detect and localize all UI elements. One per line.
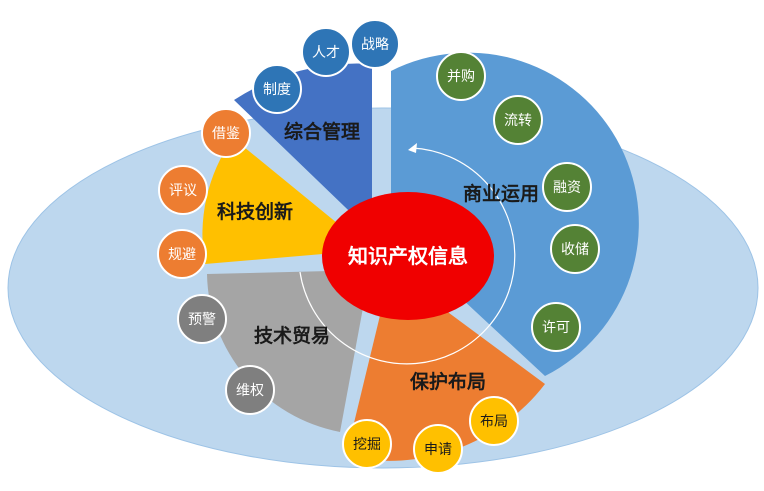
- bubble-commercial-1: 流转: [493, 95, 543, 145]
- bubble-innovation-0: 规避: [157, 229, 207, 279]
- bubble-label: 并购: [447, 69, 475, 85]
- bubble-circle: [550, 224, 600, 274]
- bubble-label: 评议: [169, 183, 197, 199]
- bubble-circle: [177, 294, 227, 344]
- bubble-commercial-4: 许可: [531, 302, 581, 352]
- bubble-circle: [157, 229, 207, 279]
- segment-label-commercial: 商业运用: [463, 182, 539, 205]
- bubble-circle: [201, 108, 251, 158]
- bubble-management-2: 制度: [252, 64, 302, 114]
- bubble-label: 申请: [424, 442, 452, 458]
- bubble-label: 制度: [263, 82, 291, 98]
- center-label: 知识产权信息: [348, 244, 468, 268]
- bubble-management-0: 战略: [350, 19, 400, 69]
- bubble-label: 维权: [236, 383, 264, 399]
- bubble-label: 许可: [542, 320, 570, 336]
- bubble-innovation-1: 评议: [158, 165, 208, 215]
- bubble-label: 规避: [168, 247, 196, 263]
- center-ellipse: [322, 192, 494, 320]
- bubble-protection-1: 申请: [413, 424, 463, 474]
- bubble-management-1: 人才: [301, 27, 351, 77]
- bubble-circle: [158, 165, 208, 215]
- cycle-arrow-icon: [299, 143, 516, 365]
- bubble-circle: [542, 162, 592, 212]
- bubble-label: 预警: [188, 312, 216, 328]
- bubble-innovation-2: 借鉴: [201, 108, 251, 158]
- bubble-protection-2: 挖掘: [342, 419, 392, 469]
- bubble-label: 流转: [504, 113, 532, 129]
- bubble-label: 融资: [553, 180, 581, 196]
- bubble-circle: [436, 51, 486, 101]
- bubble-commercial-0: 并购: [436, 51, 486, 101]
- bubble-circle: [301, 27, 351, 77]
- bubble-commercial-3: 收储: [550, 224, 600, 274]
- bubble-protection-0: 布局: [469, 396, 519, 446]
- bubble-circle: [469, 396, 519, 446]
- bubble-circle: [493, 95, 543, 145]
- segment-label-management: 综合管理: [284, 120, 360, 143]
- bubble-label: 挖掘: [353, 437, 381, 453]
- segment-trade: [207, 270, 370, 432]
- bubble-circle: [350, 19, 400, 69]
- bubble-label: 借鉴: [212, 126, 240, 142]
- bubble-label: 收储: [561, 242, 589, 258]
- bubble-trade-0: 维权: [225, 365, 275, 415]
- bubble-trade-1: 预警: [177, 294, 227, 344]
- bubble-label: 战略: [361, 37, 389, 53]
- segment-commercial: [391, 52, 639, 377]
- bubble-circle: [252, 64, 302, 114]
- bubble-circle: [342, 419, 392, 469]
- segment-label-trade: 技术贸易: [254, 324, 330, 347]
- segment-label-protection: 保护布局: [409, 370, 486, 393]
- bubble-commercial-2: 融资: [542, 162, 592, 212]
- segment-label-innovation: 科技创新: [217, 200, 293, 223]
- bubble-label: 人才: [312, 45, 340, 61]
- bubble-circle: [225, 365, 275, 415]
- bubble-circle: [531, 302, 581, 352]
- bubble-circle: [413, 424, 463, 474]
- bubble-label: 布局: [480, 414, 508, 430]
